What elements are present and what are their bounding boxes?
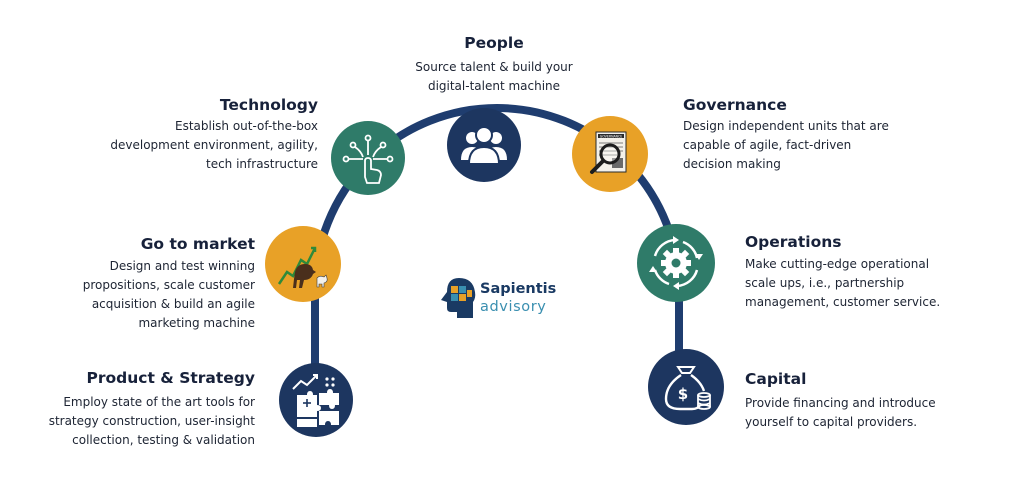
capital-title: Capital bbox=[745, 370, 807, 388]
logo-subtitle: advisory bbox=[480, 299, 547, 315]
people-description: Source talent & build your digital-talen… bbox=[415, 60, 573, 93]
money-bag-icon: $ bbox=[664, 366, 711, 411]
svg-text:$: $ bbox=[678, 385, 688, 403]
gotomarket-description: Design and test winning propositions, sc… bbox=[82, 259, 255, 330]
logo-name: Sapientis bbox=[480, 281, 557, 297]
bull-bear-chart-icon bbox=[277, 246, 328, 288]
people-group-icon bbox=[461, 126, 507, 165]
gotomarket-node bbox=[265, 226, 341, 302]
governance-node: GOVERNANCE bbox=[572, 116, 648, 192]
capital-node: $ bbox=[648, 349, 724, 425]
product-description: Employ state of the art tools for strate… bbox=[48, 395, 255, 447]
touch-network-icon bbox=[342, 134, 394, 184]
operations-title: Operations bbox=[745, 233, 842, 251]
brain-head-logo-icon bbox=[441, 278, 476, 318]
people-node bbox=[447, 108, 521, 182]
governance-title: Governance bbox=[683, 96, 787, 114]
people-title: People bbox=[464, 34, 524, 52]
technology-title: Technology bbox=[219, 96, 318, 114]
gear-cycle-icon bbox=[649, 236, 703, 290]
puzzle-strategy-icon bbox=[292, 374, 339, 427]
product-node bbox=[279, 363, 353, 437]
capital-description: Provide financing and introduce yourself… bbox=[745, 396, 936, 429]
technology-node bbox=[331, 121, 405, 195]
operations-node bbox=[637, 224, 715, 302]
technology-description: Establish out-of-the-box development env… bbox=[110, 119, 318, 171]
gotomarket-title: Go to market bbox=[140, 235, 255, 253]
governance-description: Design independent units that are capabl… bbox=[683, 119, 889, 171]
magnifier-document-icon: GOVERNANCE bbox=[590, 131, 627, 174]
svg-text:GOVERNANCE: GOVERNANCE bbox=[600, 134, 623, 138]
operations-description: Make cutting-edge operational scale ups,… bbox=[745, 257, 941, 309]
product-title: Product & Strategy bbox=[86, 369, 256, 387]
logo bbox=[437, 274, 477, 322]
